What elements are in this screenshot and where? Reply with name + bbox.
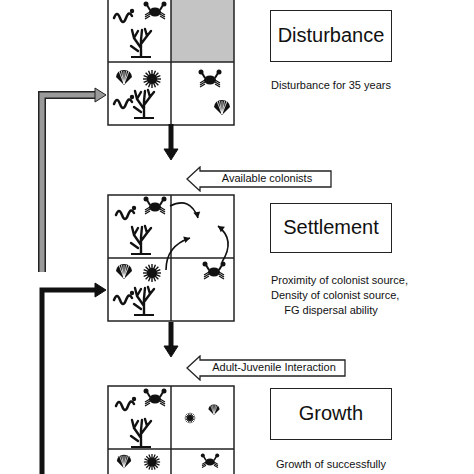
grid-line [108, 448, 234, 450]
crab-icon [199, 70, 222, 88]
grid-border [108, 0, 234, 125]
grid-line [108, 61, 234, 63]
coral-icon [131, 419, 151, 447]
snake-icon [114, 291, 134, 304]
flow-arrow [42, 283, 106, 474]
grid-border [108, 195, 234, 321]
coral-icon [134, 287, 154, 315]
urchin-icon [143, 70, 161, 88]
stage-title: Settlement [271, 216, 391, 239]
stage-box: GrowthGrowth of successfully [270, 388, 392, 440]
crab-icon [201, 454, 219, 468]
stage-description: Disturbance for 35 years [271, 79, 391, 92]
dispersal-arrow [218, 226, 228, 262]
urchin-icon [144, 454, 160, 470]
snake-icon [114, 95, 134, 108]
stage-description: Growth of successfully [271, 458, 391, 471]
input-label: Adult-Juvenile Interaction [186, 361, 346, 374]
shell-icon [208, 404, 219, 415]
input-label: Available colonists [186, 172, 332, 185]
habitat-grid [108, 195, 234, 321]
shell-icon [117, 455, 131, 469]
grid-line [108, 257, 234, 259]
coral-icon [134, 90, 154, 118]
stage-box: DisturbanceDisturbance for 35 years [270, 10, 392, 62]
stage-box: SettlementProximity of colonist source,D… [270, 203, 392, 253]
dispersal-arrow [170, 203, 200, 218]
dispersal-arrow [166, 236, 190, 270]
flow-arrow [164, 124, 178, 160]
shell-icon [116, 264, 132, 279]
urchin-icon [185, 413, 196, 424]
stage-title: Disturbance [271, 24, 391, 47]
disturbed-cell [171, 0, 234, 62]
snake-icon [114, 9, 134, 22]
coral-icon [131, 29, 151, 57]
flow-arrow [164, 322, 178, 357]
stage-title: Growth [271, 402, 391, 425]
shell-icon [116, 70, 132, 85]
input-arrow: Available colonists [186, 166, 332, 192]
habitat-grid [108, 386, 234, 474]
stage-description: FG dispersal ability [271, 304, 391, 317]
stage-description: Proximity of colonist source, [271, 274, 391, 287]
coral-icon [131, 226, 151, 254]
crab-icon [144, 389, 167, 407]
crab-icon [144, 197, 167, 215]
urchin-icon [143, 264, 161, 282]
grid-line [170, 386, 172, 474]
habitat-grid [108, 0, 234, 125]
shell-icon [214, 100, 230, 115]
snake-icon [116, 397, 136, 410]
stage-description: Density of colonist source, [271, 289, 391, 302]
snake-icon [116, 206, 136, 219]
crab-icon [144, 2, 167, 20]
crab-icon [203, 262, 226, 280]
input-arrow: Adult-Juvenile Interaction [186, 355, 346, 381]
grid-border [108, 386, 234, 474]
flow-arrow [42, 88, 106, 272]
